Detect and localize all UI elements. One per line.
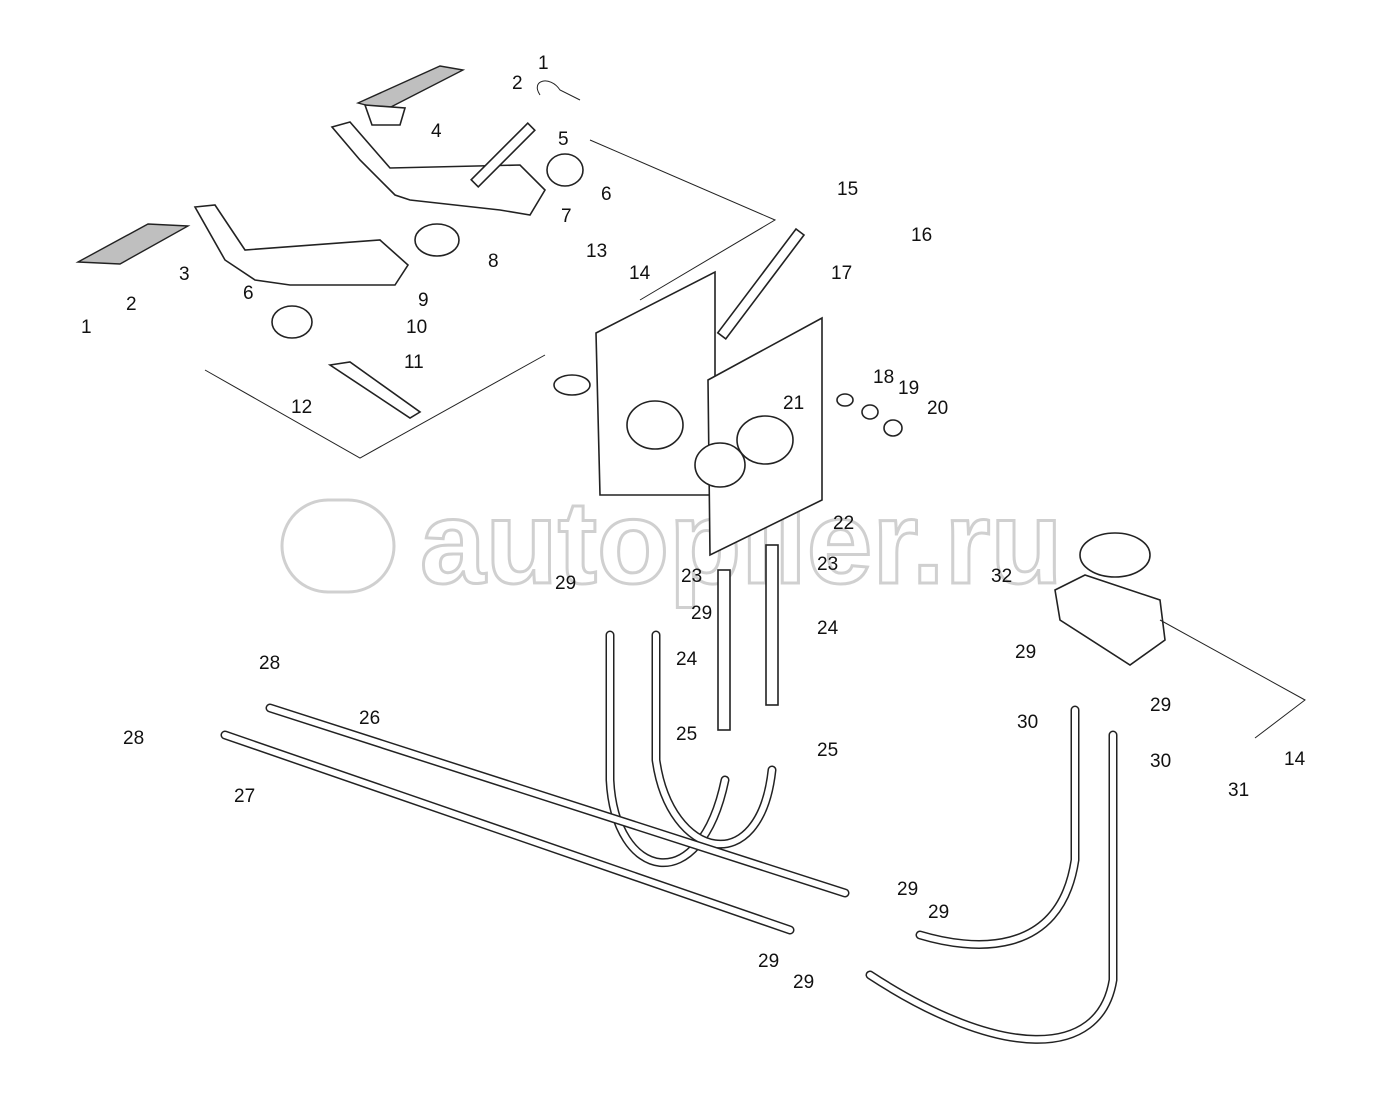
- callout-label-21: 21: [783, 393, 804, 414]
- callout-label-28: 28: [123, 728, 144, 749]
- callout-label-3: 3: [179, 264, 190, 285]
- callout-label-26: 26: [359, 708, 380, 729]
- callout-label-11: 11: [404, 352, 424, 373]
- callout-label-17: 17: [831, 263, 852, 284]
- callout-label-4: 4: [431, 121, 442, 142]
- callout-label-24: 24: [676, 649, 698, 670]
- callout-label-6: 6: [601, 184, 612, 205]
- callout-label-29: 29: [928, 902, 949, 923]
- callout-label-12: 12: [291, 397, 312, 418]
- callout-label-23: 23: [817, 554, 838, 575]
- callout-label-31: 31: [1228, 780, 1249, 801]
- callout-label-14: 14: [1284, 749, 1306, 770]
- callout-label-29: 29: [793, 972, 814, 993]
- callout-label-9: 9: [418, 290, 429, 311]
- callout-label-32: 32: [991, 566, 1012, 587]
- upper-pedal: [330, 65, 584, 216]
- callout-label-13: 13: [586, 241, 607, 262]
- watermark-logo: autopiler.ru: [280, 476, 1064, 611]
- callout-label-10: 10: [406, 317, 427, 338]
- callout-label-29: 29: [1150, 695, 1171, 716]
- callout-label-30: 30: [1150, 751, 1171, 772]
- callout-label-6: 6: [243, 283, 254, 304]
- pedal-bracket: [204, 139, 903, 557]
- callout-label-18: 18: [873, 367, 894, 388]
- hoses: [220, 544, 1118, 1044]
- callout-label-24: 24: [817, 618, 839, 639]
- callout-label-8: 8: [488, 251, 499, 272]
- callout-label-14: 14: [629, 263, 651, 284]
- callout-label-30: 30: [1017, 712, 1038, 733]
- callout-label-7: 7: [561, 206, 572, 227]
- callout-label-5: 5: [558, 129, 569, 150]
- callout-label-25: 25: [676, 724, 697, 745]
- callout-label-1: 1: [81, 317, 92, 338]
- callout-label-29: 29: [758, 951, 779, 972]
- callout-label-19: 19: [898, 378, 919, 399]
- callout-label-25: 25: [817, 740, 838, 761]
- callout-label-20: 20: [927, 398, 948, 419]
- callout-label-1: 1: [538, 53, 549, 74]
- lower-pedal: [75, 204, 460, 419]
- callout-label-29: 29: [555, 573, 576, 594]
- callout-label-29: 29: [691, 603, 712, 624]
- callout-label-2: 2: [512, 73, 523, 94]
- callout-label-27: 27: [234, 786, 255, 807]
- callout-label-16: 16: [911, 225, 932, 246]
- callout-label-22: 22: [833, 513, 854, 534]
- callout-label-23: 23: [681, 566, 702, 587]
- callout-label-2: 2: [126, 294, 137, 315]
- callout-label-29: 29: [897, 879, 918, 900]
- callout-label-15: 15: [837, 179, 858, 200]
- callout-label-29: 29: [1015, 642, 1036, 663]
- reservoir: [1054, 532, 1306, 739]
- callout-label-28: 28: [259, 653, 280, 674]
